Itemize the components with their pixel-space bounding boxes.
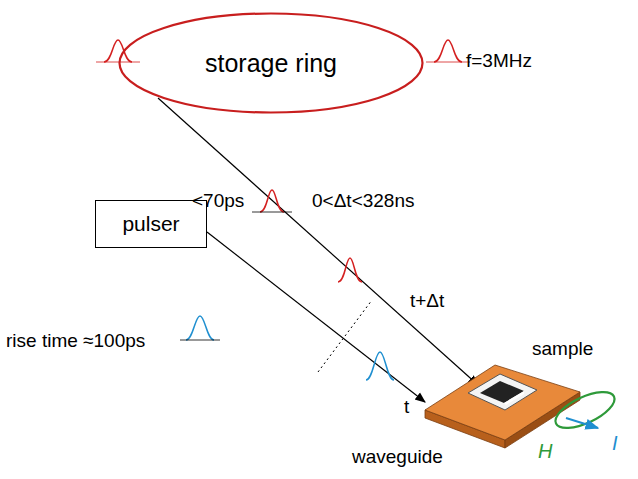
probe-time-label: t+Δt bbox=[410, 290, 444, 312]
sample-label: sample bbox=[532, 338, 593, 360]
field-loop bbox=[551, 385, 620, 436]
field-label: H bbox=[538, 440, 552, 463]
frequency-label: f=3MHz bbox=[466, 50, 532, 72]
delay-range-label: 0<Δt<328ns bbox=[312, 190, 415, 212]
storage-ring-ellipse: storage ring bbox=[118, 12, 424, 114]
waveguide-plate bbox=[425, 365, 580, 448]
pulse-path bbox=[207, 232, 425, 402]
pulser-box: pulser bbox=[95, 200, 207, 248]
current-label: I bbox=[612, 432, 618, 455]
electric-pulses bbox=[180, 316, 394, 380]
rise-time-label: rise time ≈100ps bbox=[6, 330, 145, 352]
pulse-width-label: <70ps bbox=[192, 190, 244, 212]
node-text: pulser bbox=[122, 212, 179, 236]
timing-guide bbox=[318, 300, 372, 372]
waveguide-label: waveguide bbox=[352, 446, 443, 468]
xray-pulses bbox=[96, 40, 470, 282]
sample-membrane bbox=[468, 374, 537, 410]
pump-time-label: t bbox=[404, 396, 409, 418]
node-text: storage ring bbox=[205, 49, 337, 78]
current-arrow bbox=[566, 418, 598, 428]
